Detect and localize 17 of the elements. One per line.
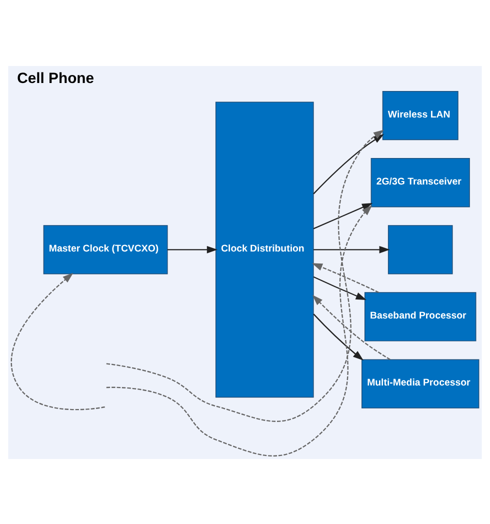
arrow [312,294,390,360]
diagram-title: Cell Phone [17,70,94,87]
arrow [312,262,380,293]
node-box: Baseband Processor [364,292,476,341]
node-box: Clock Distribution [215,101,314,398]
node-box: 2G/3G Transceiver [370,158,470,207]
arrow [106,202,373,456]
arrow [314,245,390,253]
node-box: Wireless LAN [382,90,458,140]
arrow [167,245,218,253]
arrow [313,313,364,360]
arrow [313,202,373,229]
arrow [313,276,366,300]
node-box: Multi-Media Processor [362,358,480,408]
node-box [388,224,453,274]
node-box: Master Clock (TCVCXO) [43,224,168,274]
arrow [10,272,105,410]
